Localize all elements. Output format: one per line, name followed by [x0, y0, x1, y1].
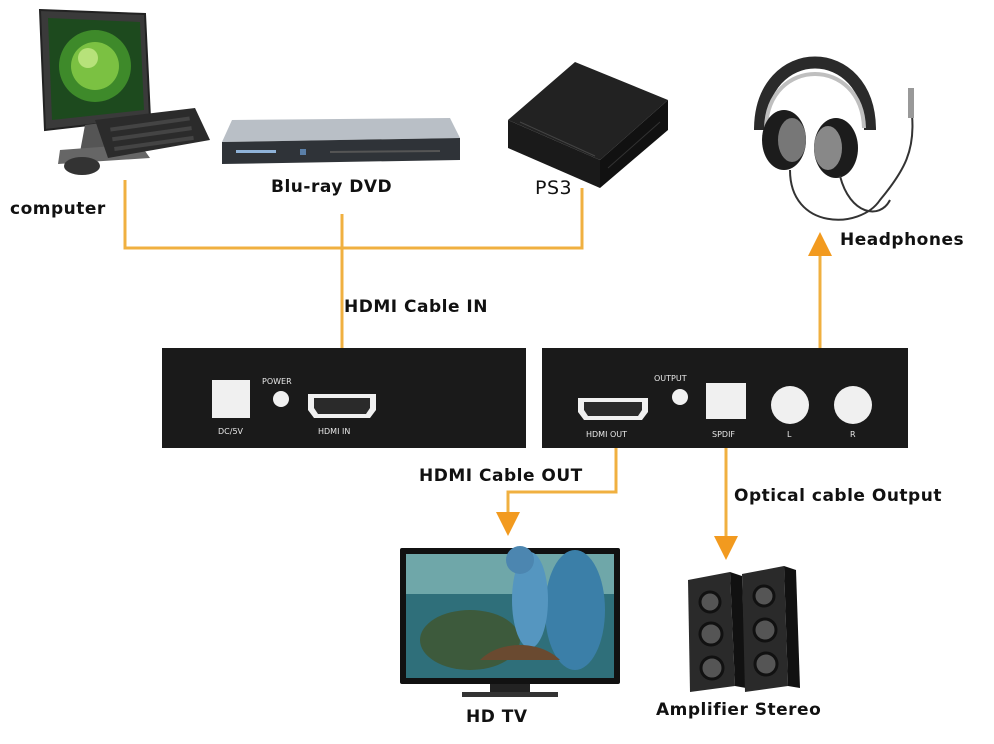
dc-port [212, 380, 250, 418]
speakers-image [688, 566, 800, 692]
ps3-label: PS3 [535, 177, 573, 199]
power-led [273, 391, 289, 407]
left-audio-port [771, 386, 809, 424]
optical-cable-label: Optical cable Output [734, 486, 942, 506]
bluray-image [222, 118, 460, 164]
output-led [672, 389, 688, 405]
hdtv-label: HD TV [466, 707, 528, 727]
headphones-arrow [808, 232, 832, 256]
hdmi-in-label: HDMI IN [318, 427, 351, 436]
spdif-label: SPDIF [712, 430, 736, 439]
hdmi-out-cable [506, 412, 618, 514]
right-label: R [850, 430, 856, 439]
headphones-image [754, 56, 914, 221]
computer-image [38, 8, 210, 175]
spdif-port [706, 383, 746, 419]
input-panel [162, 348, 526, 448]
headphones-label: Headphones [840, 230, 965, 250]
computer-label: computer [10, 199, 106, 219]
hdmi-out-label: HDMI OUT [586, 430, 628, 439]
ps3-image [508, 62, 668, 188]
dc-label: DC/5V [218, 427, 244, 436]
output-panel [542, 348, 908, 448]
hdtv-image [400, 546, 620, 697]
output-label: OUTPUT [654, 374, 687, 383]
hdmi-cable-out-label: HDMI Cable OUT [419, 466, 583, 486]
power-label: POWER [262, 377, 292, 386]
left-label: L [787, 430, 792, 439]
hdmi-cable-in-label: HDMI Cable IN [344, 297, 488, 317]
input-bus-cable [123, 180, 584, 250]
bluray-label: Blu-ray DVD [271, 177, 393, 197]
optical-arrow [714, 536, 738, 560]
hdmi-out-arrow [496, 512, 520, 536]
right-audio-port [834, 386, 872, 424]
speakers-label: Amplifier Stereo [656, 700, 822, 720]
